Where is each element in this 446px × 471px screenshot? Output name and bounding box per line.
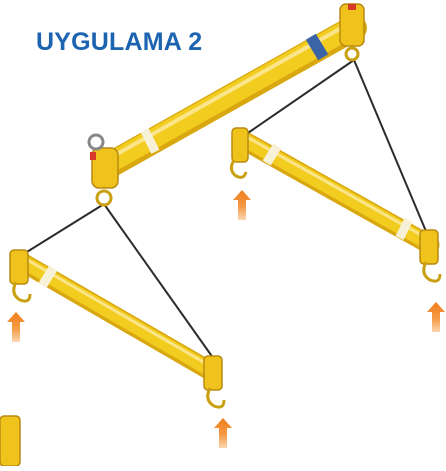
lifting-hook-icon — [203, 355, 226, 409]
lifting-hook-icon — [9, 249, 32, 303]
lifting-hook-icon — [419, 229, 442, 283]
beam-band — [305, 33, 329, 61]
shackle-icon — [339, 3, 365, 62]
arrow-up-icon — [233, 190, 251, 220]
right-spreader-beam — [233, 130, 440, 255]
arrow-up-icon — [214, 418, 232, 448]
arrow-up-icon — [427, 302, 445, 332]
left-spreader-beam — [12, 252, 222, 382]
arrow-up-icon — [7, 312, 25, 342]
wire-slings — [21, 59, 429, 363]
top-spreader-beam — [97, 15, 367, 178]
shackle-icon — [87, 133, 119, 207]
lifting-hook-icon — [229, 127, 249, 179]
page-title: UYGULAMA 2 — [36, 28, 203, 56]
lifting-hook-icon — [0, 415, 21, 467]
